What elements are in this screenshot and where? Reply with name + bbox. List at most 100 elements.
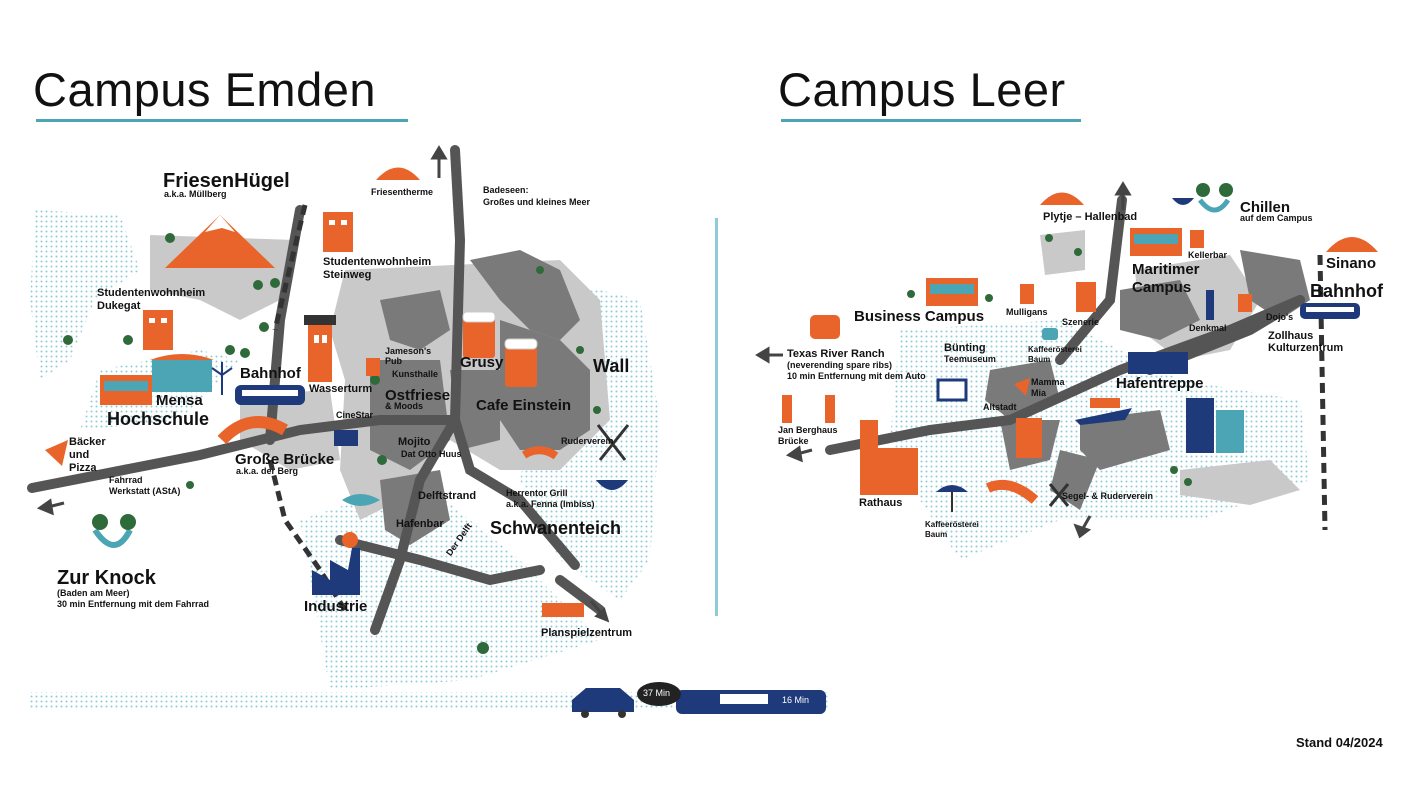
arrow-icon	[755, 181, 1132, 539]
label-mulligans: Mulligans	[1006, 307, 1048, 317]
label-sw-dukegat: Studentenwohnheim	[97, 287, 206, 299]
label-kaffeeroesterei: Kaffeerösterei	[1028, 345, 1082, 354]
title-underline	[781, 119, 1081, 122]
label-kaffeeroesterei-baum: Kaffeerösterei	[925, 520, 979, 529]
label-grosse-bruecke-sub: a.k.a. der Berg	[236, 466, 299, 476]
label-ruderverein: Ruderverein	[561, 436, 614, 446]
label-train-time: 16 Min	[782, 695, 810, 705]
label-bahnhof-leer: Bahnhof	[1310, 281, 1383, 301]
building-icon	[542, 603, 584, 617]
label-friesenhuegel-sub: a.k.a. Müllberg	[164, 189, 227, 199]
label-zur-knock-sub: (Baden am Meer)	[57, 588, 130, 598]
train-icon	[1300, 303, 1360, 319]
label-business-campus: Business Campus	[854, 308, 985, 325]
label-industrie: Industrie	[304, 598, 368, 615]
campus-emden-title: Campus Emden	[33, 63, 376, 116]
label-fahrrad: Fahrrad	[109, 475, 143, 485]
label-cafe-einstein: Cafe Einstein	[476, 397, 572, 414]
label-hochschule: Hochschule	[107, 409, 210, 429]
campus-leer-title: Campus Leer	[778, 63, 1066, 116]
bridge-icon	[217, 416, 288, 445]
label-baecker-3: Pizza	[69, 462, 97, 474]
cup-icon	[1042, 328, 1058, 340]
label-fahrrad-2: Werkstatt (AStA)	[109, 486, 181, 496]
paddles-icon	[596, 424, 630, 461]
paddles-icon	[1048, 483, 1070, 507]
label-hafenbar: Hafenbar	[396, 518, 444, 530]
label-wasserturm: Wasserturm	[309, 383, 373, 395]
label-jan-berghaus-2: Brücke	[778, 436, 809, 446]
ship-icon	[1075, 398, 1132, 425]
label-grosse-bruecke: Große Brücke	[235, 451, 335, 468]
status-date: Stand 04/2024	[1296, 735, 1383, 750]
label-plytje: Plytje – Hallenbad	[1043, 211, 1138, 223]
label-hafentreppe: Hafentreppe	[1116, 375, 1204, 392]
label-ostfriese: Ostfriese	[385, 387, 451, 404]
spa-icon	[1040, 192, 1084, 205]
fish-icon	[342, 494, 380, 506]
label-mensa: Mensa	[156, 392, 203, 409]
label-kunsthalle: Kunsthalle	[392, 369, 439, 379]
label-sw-steinweg-2: Steinweg	[323, 269, 372, 281]
building-icon	[143, 212, 353, 350]
label-schwanenteich: Schwanenteich	[490, 518, 622, 538]
label-kaffeeroesterei-baum-2: Baum	[925, 530, 948, 539]
tree-icon	[63, 233, 601, 654]
factory-icon	[312, 548, 360, 595]
roads	[27, 145, 605, 635]
time-bubble	[637, 682, 681, 706]
sausage-icon	[521, 446, 559, 460]
label-dat-otto-huus: Dat Otto Huus	[401, 449, 462, 459]
label-altstadt: Altstadt	[983, 402, 1017, 412]
label-segel-ruderverein: Segel- & Ruderverein	[1062, 491, 1154, 501]
label-wall: Wall	[593, 356, 630, 376]
label-denkmal: Denkmal	[1189, 323, 1227, 333]
city-streets	[370, 250, 590, 545]
wind-turbine-icon	[211, 362, 233, 395]
label-rathaus: Rathaus	[859, 497, 903, 509]
label-kaffeeroesterei-2: Baum	[1028, 355, 1051, 364]
drawbridge-icon	[782, 395, 835, 423]
label-badeseen-sub: Großes und kleines Meer	[483, 197, 591, 207]
label-jamesons-2: Pub	[385, 356, 402, 366]
grill-icon	[1172, 198, 1194, 205]
label-buenting-2: Teemuseum	[944, 354, 996, 364]
pizza-icon	[45, 440, 68, 466]
book-icon	[936, 378, 968, 402]
title-underline	[36, 119, 408, 122]
label-mamma-2: Mia	[1031, 388, 1047, 398]
label-maritimer-2: Campus	[1132, 279, 1192, 296]
label-chillen: Chillen	[1240, 199, 1291, 216]
divider	[715, 218, 718, 616]
stairs-icon	[1128, 352, 1188, 374]
umbrella-icon	[936, 485, 968, 512]
label-car-time: 37 Min	[643, 688, 671, 698]
arrow-icon	[36, 145, 610, 623]
label-dojos: Dojo's	[1266, 312, 1294, 322]
water-tower-icon	[304, 315, 336, 382]
label-baecker: Bäcker	[69, 436, 106, 448]
label-delftstrand: Delftstrand	[418, 490, 477, 502]
camera-icon	[334, 430, 358, 446]
grill-icon	[596, 480, 628, 490]
hammock-icon	[1196, 183, 1233, 213]
label-texas: Texas River Ranch	[787, 348, 885, 360]
beer-icon	[1020, 230, 1252, 312]
label-badeseen: Badeseen:	[483, 185, 529, 195]
spa-icon	[376, 167, 420, 180]
label-texas-2: (neverending spare ribs)	[787, 360, 893, 370]
university-building-icon	[100, 354, 214, 405]
mountain-icon	[165, 215, 275, 268]
taco-icon	[1326, 237, 1378, 252]
label-texas-3: 10 min Entfernung mit dem Auto	[787, 371, 926, 381]
ribs-icon	[810, 315, 840, 339]
bridge-icon	[985, 480, 1039, 504]
car-icon	[572, 688, 634, 718]
label-herrentor: Herrentor Grill	[506, 488, 568, 498]
label-zur-knock: Zur Knock	[57, 567, 156, 589]
label-sw-dukegat-2: Dukegat	[97, 300, 141, 312]
label-chillen-sub: auf dem Campus	[1240, 213, 1313, 223]
label-kellerbar: Kellerbar	[1188, 250, 1228, 260]
town-hall-icon	[860, 420, 918, 495]
